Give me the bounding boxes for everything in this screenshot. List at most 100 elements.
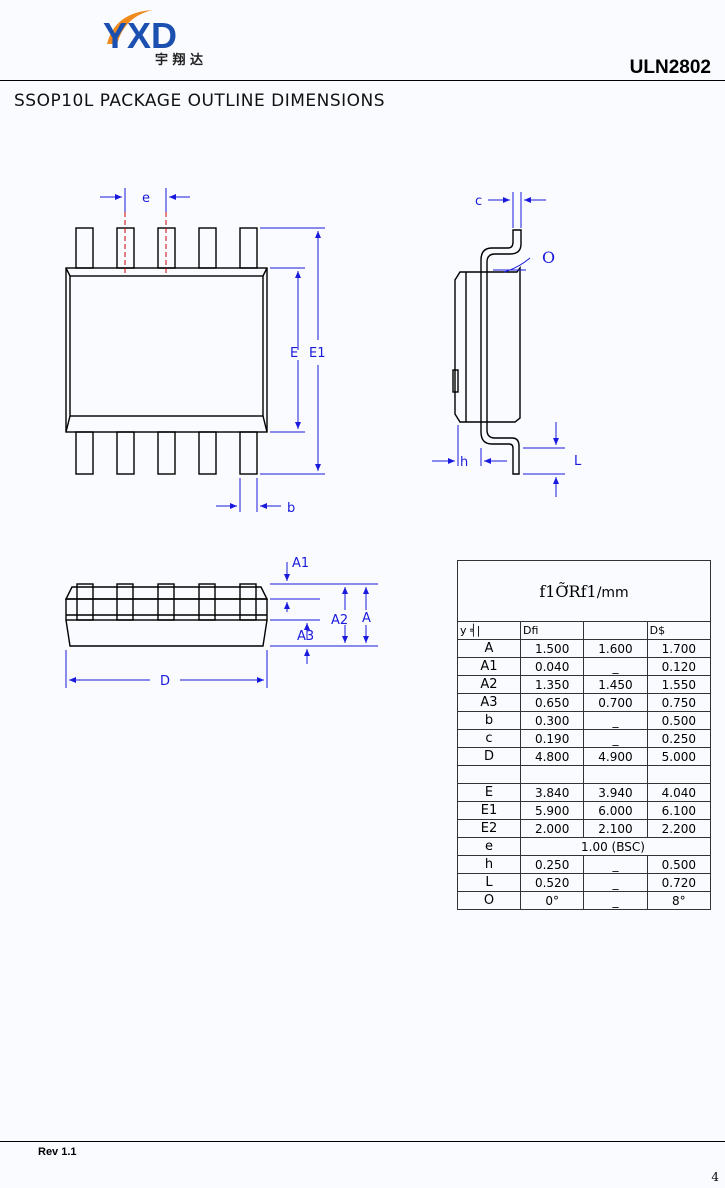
symbol-cell: A	[457, 639, 521, 658]
symbol-cell: e	[457, 837, 521, 856]
symbol-cell: E2	[457, 819, 521, 838]
table-caption-row: f1ỠRf1/mm	[457, 560, 711, 622]
table-header-row: y ╡| Dfi D$	[457, 621, 712, 640]
nom-cell: 2.100	[583, 819, 648, 838]
min-cell: 3.840	[519, 783, 585, 802]
label-L: L	[574, 454, 582, 469]
header-divider	[0, 80, 725, 81]
min-cell: 0°	[519, 891, 585, 910]
nom-cell: 1.600	[583, 639, 648, 658]
header-nom	[583, 621, 648, 640]
label-h: h	[460, 455, 468, 470]
max-cell: 2.200	[646, 819, 712, 838]
symbol-cell: A2	[457, 675, 521, 694]
label-b: b	[287, 501, 295, 516]
nom-cell: _	[583, 729, 648, 748]
pitch-centerlines	[124, 212, 167, 276]
symbol-cell: D	[457, 747, 521, 766]
symbol-cell	[457, 765, 521, 784]
symbol-cell: L	[457, 873, 521, 892]
top-dimensions	[100, 188, 325, 512]
nom-cell: 3.940	[583, 783, 648, 802]
label-D: D	[160, 674, 170, 689]
label-c: c	[475, 194, 482, 209]
symbol-cell: E	[457, 783, 521, 802]
nom-cell: _	[583, 855, 648, 874]
page-title: SSOP10L PACKAGE OUTLINE DIMENSIONS	[14, 91, 386, 111]
table-row	[457, 765, 712, 784]
label-E: E	[290, 346, 298, 361]
nom-cell: 0.700	[583, 693, 648, 712]
min-cell: 1.350	[519, 675, 585, 694]
company-logo: YXD 宇 翔 达	[103, 10, 203, 68]
header-symbol: y ╡|	[457, 621, 521, 640]
bottom-leads	[75, 431, 258, 475]
symbol-cell: c	[457, 729, 521, 748]
nom-cell: _	[583, 711, 648, 730]
min-cell: 0.520	[519, 873, 585, 892]
label-A: A	[362, 611, 371, 626]
footer-divider	[0, 1141, 725, 1142]
symbol-cell: A3	[457, 693, 521, 712]
nom-cell: 4.900	[583, 747, 648, 766]
min-cell: 4.800	[519, 747, 585, 766]
table-row: e 1.00 (BSC)	[457, 837, 711, 856]
max-cell: 5.000	[646, 747, 712, 766]
nom-cell	[583, 765, 648, 784]
symbol-cell: E1	[457, 801, 521, 820]
front-dimensions	[65, 562, 378, 688]
min-cell: 0.300	[519, 711, 585, 730]
front-view	[64, 583, 269, 647]
nom-cell: _	[583, 891, 648, 910]
nom-cell: _	[583, 873, 648, 892]
svg-text:YXD: YXD	[103, 15, 177, 56]
min-cell: 0.190	[519, 729, 585, 748]
max-cell: 0.750	[646, 693, 712, 712]
symbol-cell: O	[457, 891, 521, 910]
nom-cell: 6.000	[583, 801, 648, 820]
min-cell: 0.650	[519, 693, 585, 712]
max-cell: 0.250	[646, 729, 712, 748]
min-cell	[519, 765, 585, 784]
max-cell	[646, 765, 712, 784]
table-caption: f1ỠRf1	[539, 581, 597, 601]
label-E1: E1	[309, 346, 326, 361]
max-cell: 0.500	[646, 855, 712, 874]
min-cell: 5.900	[519, 801, 585, 820]
label-A2: A2	[331, 613, 348, 628]
max-cell: 6.100	[646, 801, 712, 820]
max-cell: 1.550	[646, 675, 712, 694]
min-cell: 2.000	[519, 819, 585, 838]
part-number: ULN2802	[629, 57, 711, 78]
max-cell: 0.500	[646, 711, 712, 730]
table-caption-unit: /mm	[596, 584, 629, 601]
max-cell: 0.720	[646, 873, 712, 892]
side-dimensions	[432, 192, 565, 497]
max-cell: 8°	[646, 891, 712, 910]
symbol-cell: b	[457, 711, 521, 730]
value-cell: 1.00 (BSC)	[520, 837, 711, 856]
min-cell: 0.250	[519, 855, 585, 874]
label-theta: O	[542, 248, 555, 267]
min-cell: 0.040	[519, 657, 585, 676]
revision: Rev 1.1	[38, 1146, 77, 1158]
label-A1: A1	[292, 556, 309, 571]
label-A3: A3	[297, 629, 314, 644]
nom-cell: 1.450	[583, 675, 648, 694]
header-min: Dfi	[519, 621, 585, 640]
